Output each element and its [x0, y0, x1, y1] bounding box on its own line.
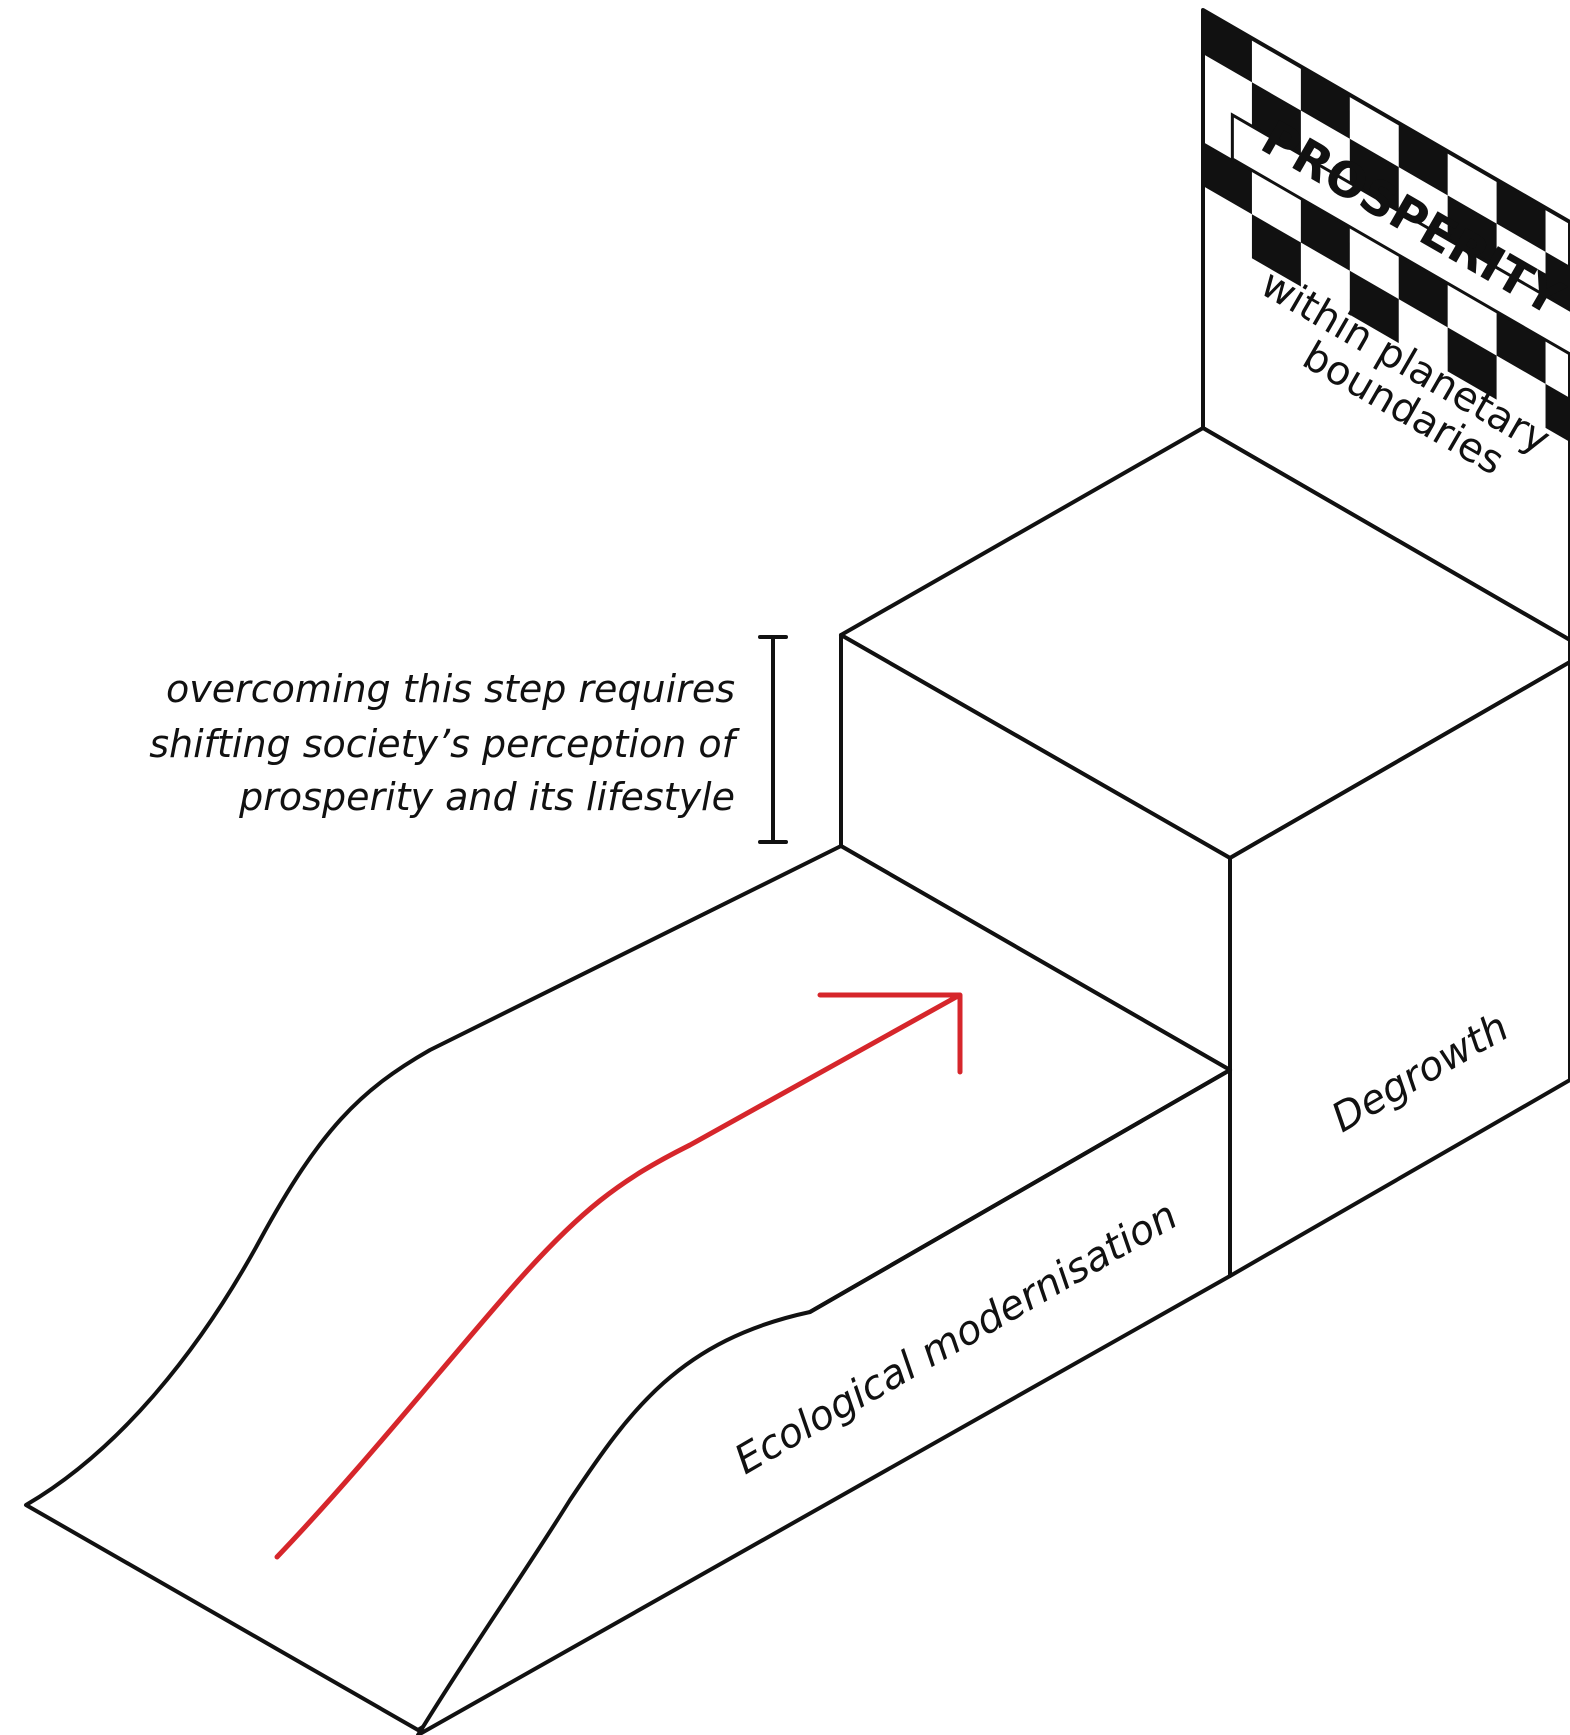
goal-block	[839, 8, 1570, 860]
checkered-band	[1203, 10, 1570, 442]
ramp	[24, 844, 1232, 1735]
ramp-edge	[808, 1068, 1232, 1314]
checker-square	[1300, 66, 1350, 139]
checker-square	[1447, 195, 1497, 268]
checker-square	[1349, 270, 1399, 344]
checker-square	[1251, 82, 1301, 155]
checker-square	[1545, 383, 1570, 442]
arrow-shaft	[274, 993, 961, 1560]
checker-square	[1203, 142, 1252, 215]
checker-square	[1496, 179, 1546, 252]
annotation-line-2: shifting society’s perception of	[149, 722, 740, 766]
arrow-head	[817, 992, 963, 1075]
progress-arrow	[274, 992, 963, 1560]
step-height-bracket	[758, 635, 788, 844]
ramp-side-face	[416, 1068, 1232, 1735]
title-band	[1230, 112, 1570, 356]
annotation-line-1: overcoming this step requires	[166, 667, 735, 711]
checker-square	[1349, 138, 1399, 212]
annotation-line-3: prosperity and its lifestyle	[238, 775, 735, 819]
checker-square	[1398, 255, 1448, 328]
checker-square	[1545, 251, 1570, 310]
checker-square	[1251, 214, 1301, 287]
checker-square	[1496, 311, 1546, 384]
checker-square	[1398, 123, 1448, 196]
checker-square	[1203, 10, 1252, 83]
checker-square	[1447, 327, 1497, 400]
checker-square	[1300, 198, 1350, 271]
